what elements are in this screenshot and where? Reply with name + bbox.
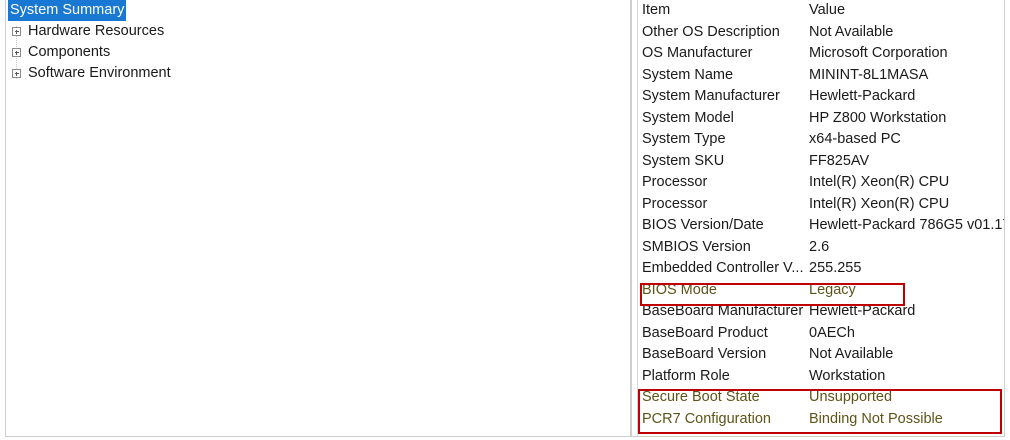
detail-item-name: SMBIOS Version [642, 238, 751, 255]
tree-item-label: Hardware Resources [28, 23, 165, 39]
detail-row[interactable]: System Name MININT-8L1MASA [639, 65, 1004, 87]
detail-item-value: x64-based PC [809, 131, 901, 147]
expand-plus-icon[interactable] [12, 69, 21, 78]
detail-item-value: MININT-8L1MASA [809, 66, 929, 83]
detail-item-value-primary: Intel(R) Xeon(R) CPU [809, 195, 950, 212]
detail-item-name: BIOS Version/Date [642, 217, 764, 233]
detail-row[interactable]: SMBIOS Version 2.6 [639, 237, 1004, 259]
detail-row[interactable]: System SKU FF825AV [639, 151, 1004, 173]
detail-item-name: PCR7 Configuration [642, 410, 771, 427]
detail-item-value: Workstation [809, 367, 886, 384]
column-header-item: Item [642, 2, 671, 18]
detail-item-name: OS Manufacturer [642, 45, 753, 61]
detail-row[interactable]: Processor Intel(R) Xeon(R) CPUE5506 [639, 194, 1004, 216]
detail-item-name: BIOS Mode [642, 281, 717, 298]
tree-item-software-environment[interactable]: Software Environment [6, 63, 630, 84]
detail-item-name: Embedded Controller V... [642, 260, 804, 276]
detail-row[interactable]: BaseBoard Product 0AECh [639, 323, 1004, 345]
detail-pane-rule [637, 0, 638, 436]
detail-row[interactable]: BaseBoard Version Not Available [639, 344, 1004, 366]
detail-item-value: HP Z800 Workstation [809, 109, 947, 126]
detail-item-name: System Name [642, 66, 734, 83]
detail-item-value: Intel(R) Xeon(R) CPUE5506 [809, 194, 1004, 216]
detail-row[interactable]: System Manufacturer Hewlett-Packard [639, 86, 1004, 108]
tree-item-label: System Summary [8, 0, 127, 21]
detail-item-name: System Manufacturer [642, 88, 780, 104]
detail-row[interactable]: OS Manufacturer Microsoft Corporation [639, 43, 1004, 65]
detail-item-name: System Type [642, 131, 726, 147]
detail-item-name: BaseBoard Manufacturer [642, 303, 804, 319]
column-header-value: Value [809, 2, 846, 18]
detail-item-value-primary: Intel(R) Xeon(R) CPU [809, 174, 950, 190]
detail-row[interactable]: System Model HP Z800 Workstation [639, 108, 1004, 130]
detail-row[interactable]: Embedded Controller V... 255.255 [639, 258, 1004, 280]
detail-row[interactable]: BIOS Mode Legacy [639, 280, 1004, 302]
detail-row[interactable]: BaseBoard Manufacturer Hewlett-Packard [639, 301, 1004, 323]
detail-item-value: Not Available [809, 23, 894, 40]
detail-item-name: Platform Role [642, 367, 730, 384]
detail-item-name: System SKU [642, 152, 725, 169]
detail-item-value: Microsoft Corporation [809, 45, 948, 61]
detail-item-name: System Model [642, 109, 734, 126]
detail-item-value: Hewlett-Packard [809, 88, 916, 104]
detail-item-name: Processor [642, 174, 708, 190]
detail-item-value: 0AECh [809, 324, 855, 341]
detail-item-value: Unsupported [809, 389, 893, 405]
detail-row[interactable]: BIOS Version/Date Hewlett-Packard 786G5 v… [639, 215, 1004, 237]
tree-item-components[interactable]: Components [6, 42, 630, 63]
detail-item-value: Binding Not Possible [809, 410, 943, 427]
expand-plus-icon[interactable] [12, 48, 21, 57]
detail-row[interactable]: Processor Intel(R) Xeon(R) CPUE5506 [639, 172, 1004, 194]
detail-row[interactable]: Other OS Description Not Available [639, 22, 1004, 44]
detail-item-value: Hewlett-Packard 786G5 v01.17, 8/ [809, 217, 1004, 233]
detail-item-name: BaseBoard Version [642, 346, 767, 362]
detail-item-value: Not Available [809, 346, 894, 362]
tree-item-system-summary[interactable]: System Summary [6, 0, 630, 21]
tree-item-label: Components [28, 44, 111, 60]
detail-item-value: Intel(R) Xeon(R) CPUE5506 [809, 172, 1004, 194]
tree-item-hardware-resources[interactable]: Hardware Resources [6, 21, 630, 42]
detail-row[interactable]: PCR7 Configuration Binding Not Possible [639, 409, 1004, 431]
detail-item-value: 255.255 [809, 260, 862, 276]
detail-item-value: FF825AV [809, 152, 870, 169]
detail-row[interactable]: Secure Boot State Unsupported [639, 387, 1004, 409]
detail-header-row[interactable]: Item Value [639, 0, 1004, 22]
detail-item-name: BaseBoard Product [642, 324, 768, 341]
detail-item-name: Secure Boot State [642, 389, 760, 405]
detail-item-value: Legacy [809, 281, 856, 298]
detail-row[interactable]: System Type x64-based PC [639, 129, 1004, 151]
detail-item-value: Hewlett-Packard [809, 303, 916, 319]
detail-item-name: Other OS Description [642, 23, 780, 40]
detail-item-name: Processor [642, 195, 708, 212]
detail-item-value: 2.6 [809, 238, 830, 255]
expand-plus-icon[interactable] [12, 27, 21, 36]
detail-row[interactable]: Platform Role Workstation [639, 366, 1004, 388]
tree-item-label: Software Environment [28, 65, 171, 81]
